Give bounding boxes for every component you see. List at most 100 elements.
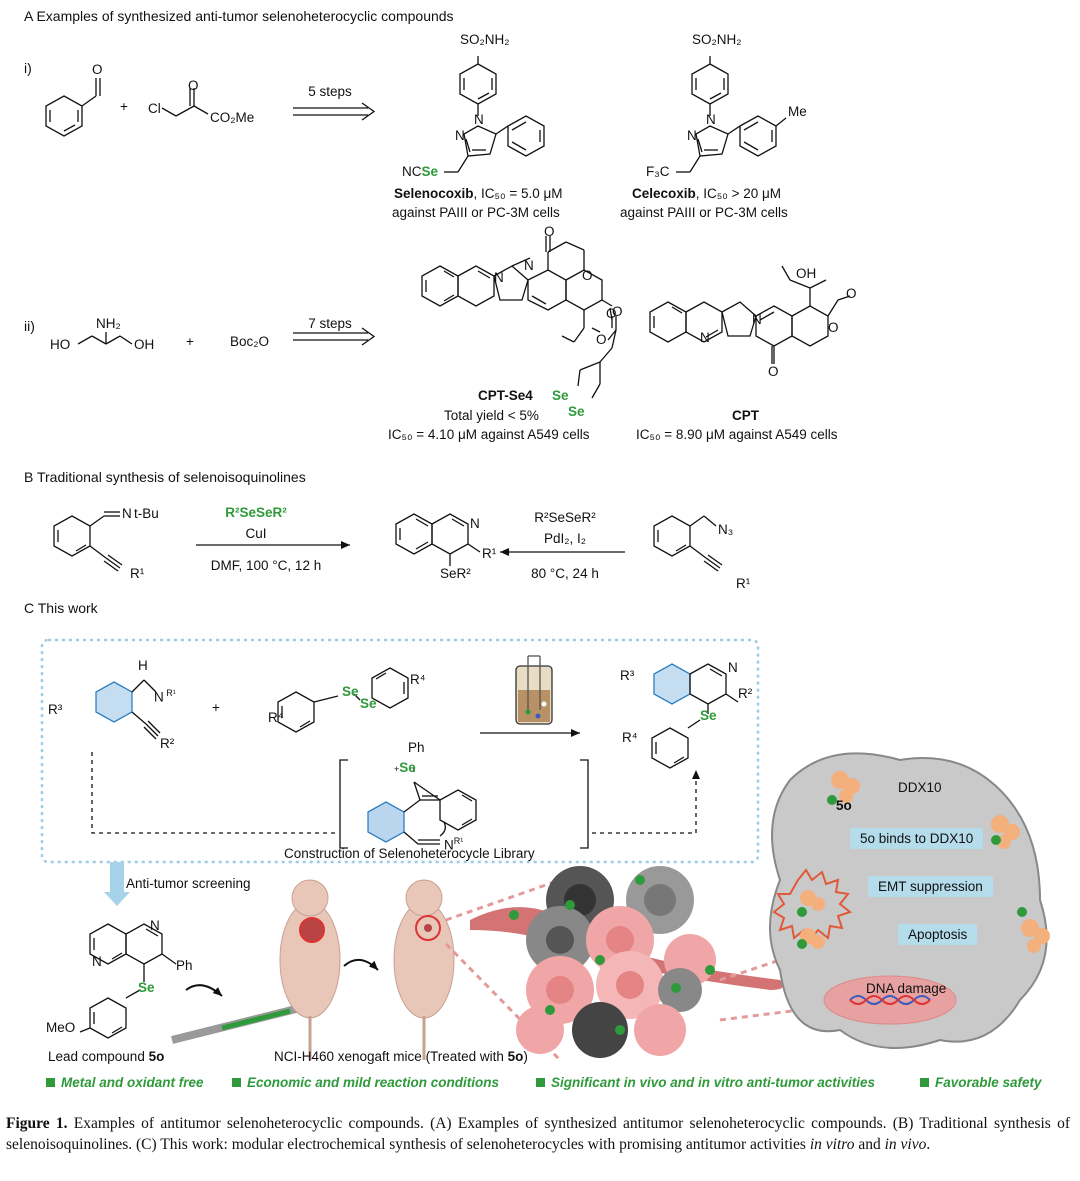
- reagent-1: R²SeSeR²: [225, 505, 287, 520]
- cptse4-yield: Total yield < 5%: [444, 408, 539, 423]
- celecoxib-cf3: F₃C: [646, 164, 670, 179]
- isoq-ser2: SeR²: [440, 566, 471, 581]
- cptse4-o-ester: O: [596, 332, 607, 347]
- bullet-2: Economic and mild reaction conditions: [232, 1075, 499, 1090]
- lead-compound-5o: [79, 923, 177, 1039]
- lead-n1: N: [150, 918, 160, 933]
- celecoxib-me: Me: [788, 104, 807, 119]
- azide-r1: R¹: [736, 576, 751, 591]
- cptse4-ic50: IC₅₀ = 4.10 μM against A549 cells: [388, 427, 590, 442]
- intermediate-se: +Se: [394, 760, 416, 775]
- bullet-3: Significant in vivo and in vitro anti-tu…: [536, 1075, 875, 1090]
- diaryl-diselenide: [277, 667, 409, 733]
- library-label: Construction of Selenoheterocycle Librar…: [284, 846, 535, 861]
- diselenide-r4-right: R⁴: [410, 672, 426, 687]
- cptse4-name: CPT-Se4: [478, 388, 533, 403]
- serinol-oh: OH: [134, 337, 155, 352]
- imine-alkyne-structure: [53, 511, 123, 572]
- azide-n3: N₃: [718, 522, 734, 537]
- c-product-structure: [651, 663, 739, 769]
- lead-ph: Ph: [176, 958, 193, 973]
- conditions-2: 80 °C, 24 h: [531, 566, 599, 581]
- aldehyde-o: O: [92, 62, 103, 77]
- isoq-n: N: [470, 516, 480, 531]
- binds-box: 5o binds to DDX10: [850, 828, 984, 849]
- carbonyl-o: O: [188, 78, 199, 93]
- emt-box: EMT suppression: [868, 876, 993, 897]
- c-product-se: Se: [700, 708, 717, 723]
- reagent-2: R²SeSeR²: [534, 510, 596, 525]
- imine-n: N: [122, 506, 132, 521]
- lead-n2: N: [92, 954, 102, 969]
- selenocoxib-n1: N: [474, 112, 484, 127]
- c-product-r3: R³: [620, 668, 635, 683]
- arrow-label-5-steps: 5 steps: [308, 84, 352, 99]
- c-product-r4: R⁴: [622, 730, 638, 745]
- open-arrow-7-steps: [293, 327, 376, 346]
- c-imine-h: H: [138, 658, 148, 673]
- cptse4-o-carbonate: O: [612, 304, 623, 319]
- cptse4-se1: Se: [552, 388, 569, 403]
- plus-sign-1: +: [120, 99, 128, 114]
- azide-alkyne-structure: [653, 515, 723, 572]
- bullet-1: Metal and oxidant free: [46, 1075, 204, 1090]
- mouse-left: [279, 879, 341, 1060]
- intermediate-nr1: NR¹: [444, 836, 464, 853]
- cptse4-n1: N: [494, 270, 504, 285]
- selenocoxib-n2: N: [455, 128, 465, 143]
- c-imine-nr1: N R¹: [154, 688, 176, 705]
- seleniranium-intermediate: [339, 759, 589, 849]
- cpt-name: CPT: [732, 408, 759, 423]
- screening-label: Anti-tumor screening: [126, 876, 251, 891]
- cptse4-o-lactone: O: [606, 306, 617, 321]
- boc2o-label: Boc₂O: [230, 334, 270, 349]
- cpt-structure: [649, 265, 851, 364]
- conditions-1: DMF, 100 °C, 12 h: [210, 558, 322, 573]
- c-imine-substrate: [95, 679, 161, 740]
- plus-sign-2: +: [186, 334, 194, 349]
- imine-r1: R¹: [130, 566, 145, 581]
- catalyst-pdi2: PdI₂, I₂: [544, 531, 586, 546]
- cpt-n1: N: [700, 330, 710, 345]
- isoq-r1: R¹: [482, 546, 497, 561]
- c-imine-r2: R²: [160, 736, 175, 751]
- serinol-structure: [77, 332, 133, 345]
- benzaldehyde-structure: [45, 78, 101, 137]
- cmp-5o-label: 5o: [836, 798, 852, 813]
- diselenide-se1: Se: [342, 684, 359, 699]
- tbu-label: t-Bu: [134, 506, 159, 521]
- section-c-title: C This work: [24, 600, 98, 616]
- cpt-oh: OH: [796, 266, 817, 281]
- arrow-label-7-steps: 7 steps: [308, 316, 352, 331]
- screening-arrow: [104, 862, 130, 906]
- selenocoxib-structure: [444, 56, 545, 173]
- this-work-dashed-box: [40, 638, 760, 864]
- cptse4-se2: Se: [568, 404, 585, 419]
- celecoxib-n1: N: [706, 112, 716, 127]
- cptse4-n2: N: [524, 258, 534, 273]
- cpt-n2: N: [752, 312, 762, 327]
- lead-se: Se: [138, 980, 155, 995]
- chloro-label: Cl: [148, 101, 161, 116]
- ddx10-label: DDX10: [898, 780, 942, 795]
- celecoxib-ic50: Celecoxib, IC₅₀ > 20 μM: [632, 186, 781, 201]
- celecoxib-n2: N: [687, 128, 697, 143]
- cptse4-o-ring: O: [582, 268, 593, 283]
- celecoxib-structure: [676, 56, 787, 173]
- catalyst-cui: CuI: [245, 526, 267, 541]
- serinol-nh2: NH₂: [96, 316, 121, 331]
- ester-label: CO₂Me: [210, 110, 255, 125]
- row-i-label: i): [24, 60, 32, 76]
- diselenide-r4-left: R⁴: [268, 710, 284, 725]
- electrochemical-cell-icon: [515, 655, 553, 725]
- bullet-4: Favorable safety: [920, 1075, 1042, 1090]
- plus-sign-c: +: [212, 700, 220, 715]
- apoptosis-box: Apoptosis: [898, 924, 978, 945]
- celecoxib-cells: against PAIII or PC-3M cells: [620, 205, 788, 220]
- selenocoxib-ic50: Selenocoxib, IC₅₀ = 5.0 μM: [394, 186, 563, 201]
- selenoisoquinoline-structure: [395, 513, 481, 566]
- chloroketoester-structure: [161, 88, 209, 117]
- cpt-o-ring: O: [828, 320, 839, 335]
- mouse-right: [393, 879, 455, 1060]
- selenocoxib-so2nh2: SO₂NH₂: [460, 32, 510, 47]
